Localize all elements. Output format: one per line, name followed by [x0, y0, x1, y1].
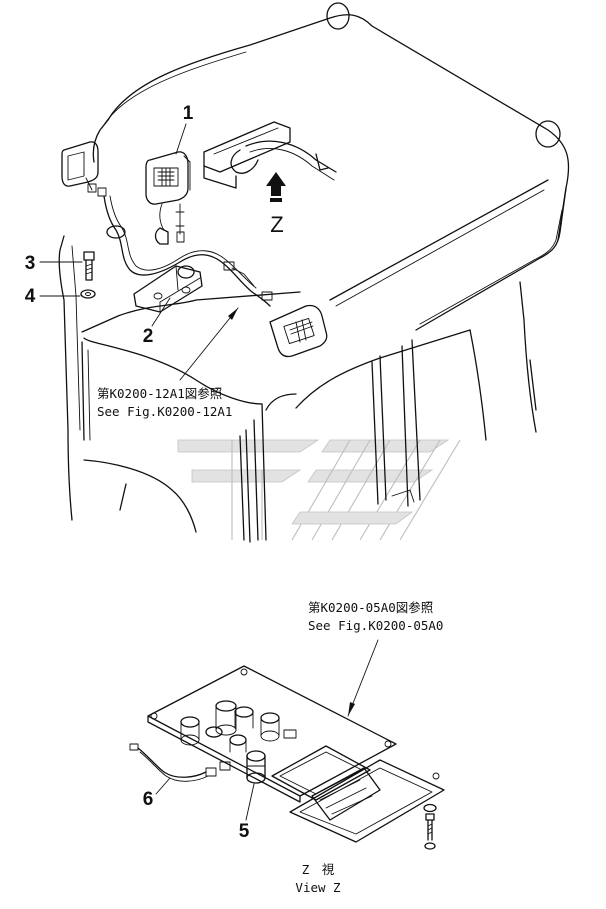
- reference-upper-en: See Fig.K0200-12A1: [97, 404, 232, 419]
- leader-6: [155, 777, 171, 795]
- work-lamp-front: [145, 151, 191, 243]
- washer: [80, 289, 96, 299]
- callout-2: 2: [143, 326, 154, 347]
- reference-upper-jp: 第K0200-12A1図参照: [97, 386, 222, 401]
- callout-6: 6: [143, 789, 154, 810]
- callout-1: 1: [183, 103, 194, 124]
- leader-1: [175, 123, 187, 155]
- cab-outline: [58, 2, 570, 543]
- watermark-logo: [177, 439, 461, 541]
- callout-5: 5: [239, 821, 250, 842]
- reference-arrow-lower: [347, 639, 379, 717]
- view-marker-z: Z: [270, 212, 283, 237]
- detail-z-inset: [203, 121, 337, 189]
- wiring-harness: [103, 195, 273, 307]
- reference-lower-en: See Fig.K0200-05A0: [308, 618, 443, 633]
- lamp-bracket: [133, 265, 203, 313]
- panel-screw: [423, 803, 437, 850]
- work-lamp-rear: [61, 141, 107, 197]
- callout-4: 4: [25, 286, 36, 307]
- callout-3: 3: [25, 253, 36, 274]
- view-arrow: [266, 172, 286, 202]
- reference-arrow-upper: [179, 307, 239, 381]
- bolt: [83, 251, 95, 281]
- switch-part: [246, 750, 266, 784]
- view-title-en: View Z: [295, 880, 341, 895]
- leader-5: [245, 783, 255, 821]
- work-lamp-side: [269, 304, 328, 358]
- leader-2: [151, 297, 171, 327]
- reference-lower-jp: 第K0200-05A0図参照: [308, 600, 433, 615]
- switch-harness: [129, 743, 231, 782]
- console-panel: [147, 665, 445, 843]
- view-title-jp: Z 視: [302, 862, 335, 877]
